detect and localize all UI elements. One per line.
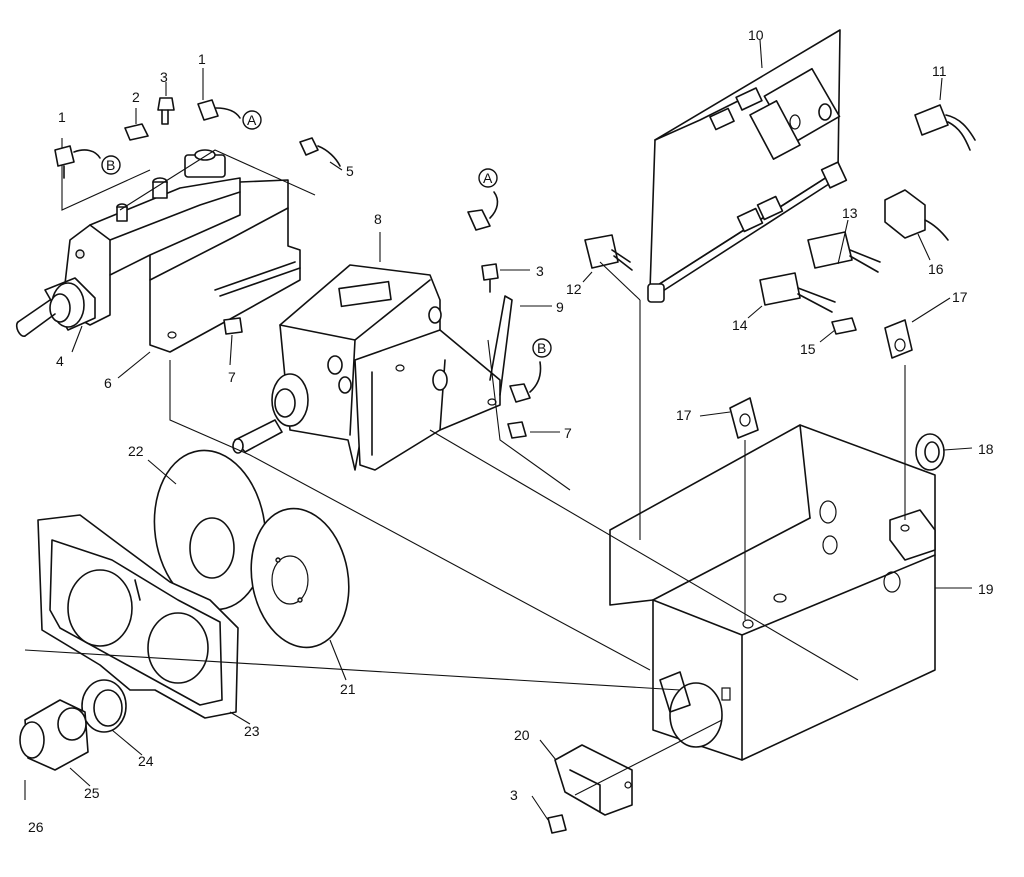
connector-b-left: B — [106, 157, 115, 173]
callout-8: 8 — [374, 211, 382, 227]
callout-2: 2 — [132, 89, 140, 105]
callout-17-middle: 17 — [676, 407, 692, 423]
connector-b-center: B — [537, 340, 546, 356]
callout-15: 15 — [800, 341, 816, 357]
connector-a-center: A — [483, 170, 493, 186]
callout-3-top: 3 — [160, 69, 168, 85]
callout-10: 10 — [748, 27, 764, 43]
callout-6: 6 — [104, 375, 112, 391]
callout-11: 11 — [932, 63, 947, 79]
callout-1-left: 1 — [58, 109, 66, 125]
connector-parts — [584, 104, 976, 471]
center-valve-assembly — [232, 191, 542, 471]
callout-3-center: 3 — [536, 263, 544, 279]
left-valve-assembly — [15, 149, 301, 353]
callout-23: 23 — [244, 723, 260, 739]
bracket-20 — [547, 744, 633, 834]
callout-3-bottom: 3 — [510, 787, 518, 803]
callout-24: 24 — [138, 753, 154, 769]
callout-18: 18 — [978, 441, 994, 457]
left-small-parts — [54, 97, 341, 335]
callout-5: 5 — [346, 163, 354, 179]
callout-9: 9 — [556, 299, 564, 315]
callout-13: 13 — [842, 205, 858, 221]
callout-22: 22 — [128, 443, 144, 459]
connector-markers: B A A B — [101, 110, 552, 358]
callout-26: 26 — [28, 819, 44, 835]
callout-17-right: 17 — [952, 289, 968, 305]
callout-25: 25 — [84, 785, 100, 801]
connector-a-top: A — [247, 112, 257, 128]
callout-16: 16 — [928, 261, 944, 277]
back-panel-assembly — [647, 29, 848, 303]
chassis — [609, 424, 936, 761]
callout-1-top: 1 — [198, 51, 206, 67]
callout-12: 12 — [566, 281, 582, 297]
callout-labels: 1 2 3 1 5 4 6 7 8 3 9 7 10 11 12 13 14 1… — [28, 27, 994, 835]
front-faceplate-group — [19, 449, 350, 771]
callout-4: 4 — [56, 353, 64, 369]
callout-14: 14 — [732, 317, 748, 333]
callout-7-left: 7 — [228, 369, 236, 385]
callout-20: 20 — [514, 727, 530, 743]
callout-7-center: 7 — [564, 425, 572, 441]
alignment-guide-lines — [24, 149, 906, 800]
callout-19: 19 — [978, 581, 994, 597]
callout-21: 21 — [340, 681, 356, 697]
callout-leaders — [61, 39, 973, 821]
